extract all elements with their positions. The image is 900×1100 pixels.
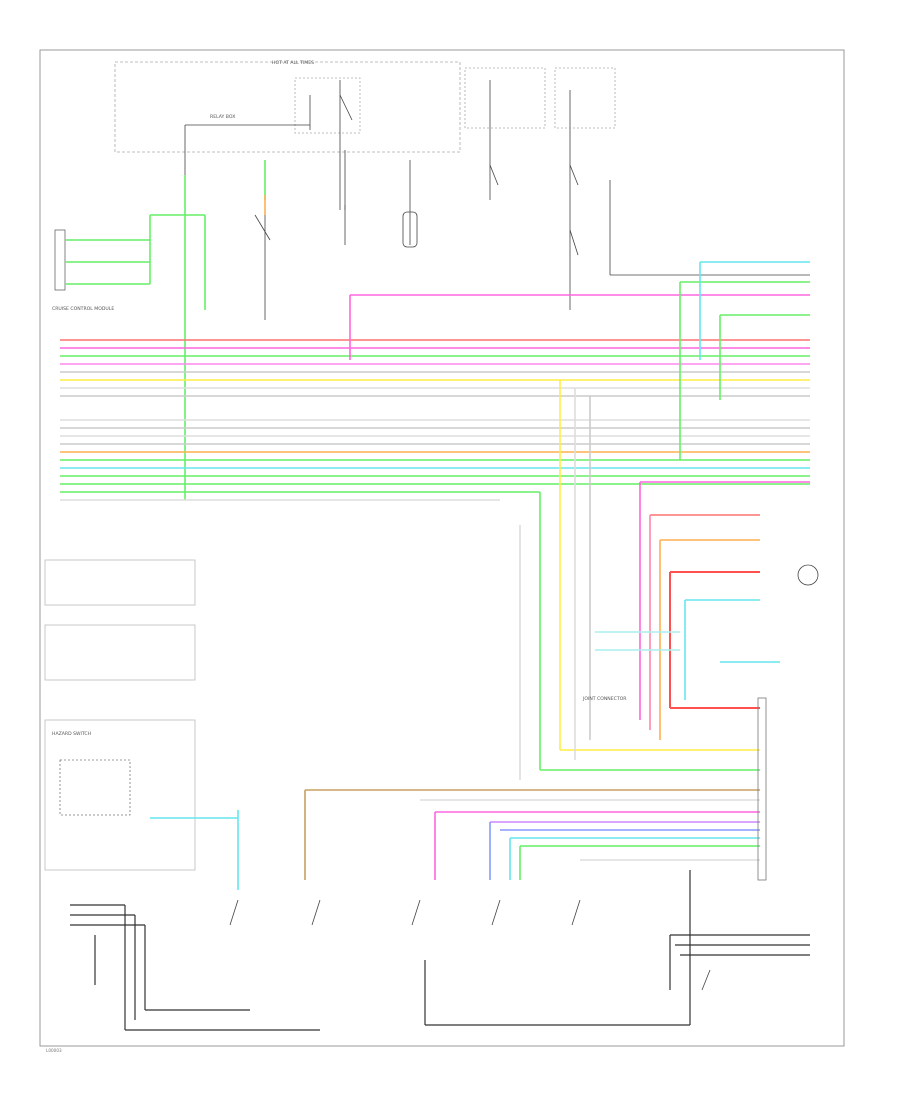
label-page-code: L00003: [46, 1048, 62, 1053]
top-section: [114, 61, 810, 320]
bottom-left-wires: [70, 870, 810, 1031]
connector-bottom-right: [757, 697, 767, 881]
connector-top-left: [54, 175, 206, 500]
switches-bottom: [229, 564, 819, 991]
bottom-bundle: [304, 789, 760, 880]
diagram-border: [39, 49, 845, 1047]
label-relay-box: RELAY BOX: [210, 114, 235, 120]
vertical-drops: [519, 380, 760, 780]
label-module-left: CRUISE CONTROL MODULE: [52, 306, 114, 312]
right-harness: [349, 261, 810, 740]
label-connector: JOINT CONNECTOR: [582, 696, 627, 702]
harness-bundle: [60, 339, 810, 501]
label-hazard: HAZARD SWITCH: [52, 731, 91, 737]
left-boxes: [44, 559, 196, 871]
label-fuse-panel: HOT AT ALL TIMES: [272, 60, 314, 66]
